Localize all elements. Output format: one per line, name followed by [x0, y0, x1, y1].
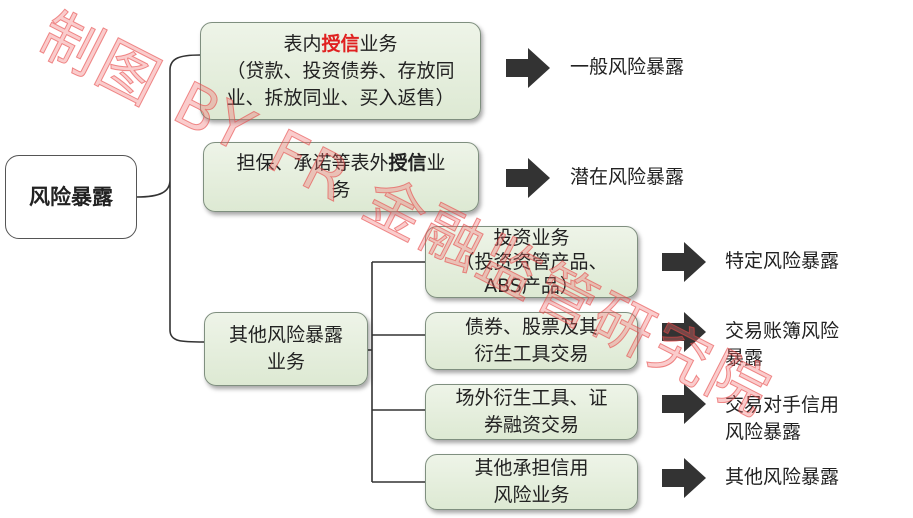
other-connector [368, 261, 425, 483]
child-node-otc: 场外衍生工具、证券融资交易 [425, 384, 638, 440]
right-arrow-icon [506, 158, 550, 198]
result-trading-book: 交易账簿风险暴露 [725, 320, 840, 369]
root-node: 风险暴露 [5, 155, 137, 239]
result-specific: 特定风险暴露 [725, 250, 840, 272]
right-arrow-icon [662, 312, 706, 352]
result-general: 一般风险暴露 [570, 56, 685, 78]
right-arrow-icon [662, 384, 706, 424]
root-label: 风险暴露 [29, 184, 113, 209]
off-balance-node: 担保、承诺等表外授信业 务 [203, 142, 479, 212]
right-arrow-icon [506, 48, 550, 88]
root-brace [136, 54, 205, 343]
child-node-other: 其他承担信用风险业务 [425, 454, 638, 510]
on-balance-detail: （贷款、投资债券、存放同 [226, 59, 455, 82]
result-potential: 潜在风险暴露 [570, 166, 685, 188]
on-balance-detail: 业、拆放同业、买入返售） [226, 86, 455, 109]
right-arrow-icon [662, 242, 706, 282]
child-node-trading: 债券、股票及其衍生工具交易 [425, 312, 638, 370]
right-arrow-icon [662, 458, 706, 498]
other-node: 其他风险暴露业务 [204, 312, 368, 386]
result-counterparty: 交易对手信用风险暴露 [725, 394, 840, 443]
on-balance-title: 表内授信业务 [283, 32, 398, 55]
child-node-investment: 投资业务（投资资管产品、ABS产品） [425, 226, 638, 298]
on-balance-node: 表内授信业务 （贷款、投资债券、存放同 业、拆放同业、买入返售） [200, 22, 481, 120]
result-other: 其他风险暴露 [725, 466, 840, 488]
